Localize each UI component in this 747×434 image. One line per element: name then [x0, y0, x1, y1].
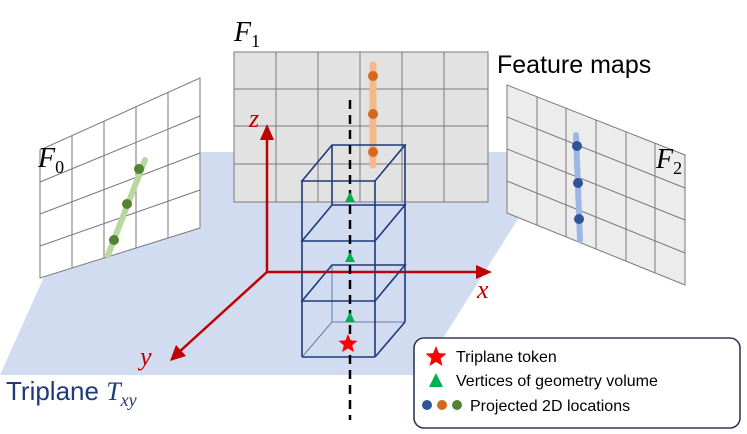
- projected-point-orange: [368, 71, 378, 81]
- legend-box: [413, 337, 741, 429]
- legend-item-projected: Projected 2D locations: [470, 398, 630, 415]
- axis-x-arrow-icon: [476, 265, 492, 279]
- projected-point-orange: [368, 109, 378, 119]
- projected-point-blue: [573, 178, 583, 188]
- f0-label: F0: [37, 143, 64, 177]
- projected-point-blue: [572, 141, 582, 151]
- axis-y-label: y: [137, 342, 152, 371]
- triplane-label: Triplane Txy: [6, 376, 137, 410]
- volume-vertex-triangle: [345, 192, 355, 202]
- feature-map-f2: [506, 84, 686, 286]
- axis-z-arrow-icon: [260, 124, 274, 140]
- axis-z-label: z: [248, 104, 259, 133]
- projected-point-orange: [368, 147, 378, 157]
- axis-y-arrow-icon: [170, 345, 186, 361]
- volume-vertex-triangle: [345, 312, 355, 322]
- colored-dots-icon: [422, 400, 462, 410]
- axis-x-label: x: [476, 275, 489, 304]
- axis-y: [177, 271, 268, 354]
- triplane-token-star: [338, 334, 358, 353]
- legend-item-vertices: Vertices of geometry volume: [456, 373, 658, 390]
- feature-map-f0: [39, 77, 201, 279]
- f1-label: F1: [233, 17, 260, 51]
- projected-point-green: [122, 199, 132, 209]
- projected-point-blue: [574, 214, 584, 224]
- feature-map-f1: [233, 51, 489, 203]
- feature-maps-label: Feature maps: [497, 51, 651, 79]
- legend: Triplane token Vertices of geometry volu…: [413, 337, 741, 429]
- volume-vertex-triangle: [345, 252, 355, 262]
- projected-point-green: [134, 164, 144, 174]
- red-star-icon: [425, 346, 447, 366]
- projected-point-green: [109, 235, 119, 245]
- legend-item-token: Triplane token: [456, 349, 557, 366]
- f2-label: F2: [655, 144, 682, 178]
- green-triangle-icon: [429, 373, 443, 387]
